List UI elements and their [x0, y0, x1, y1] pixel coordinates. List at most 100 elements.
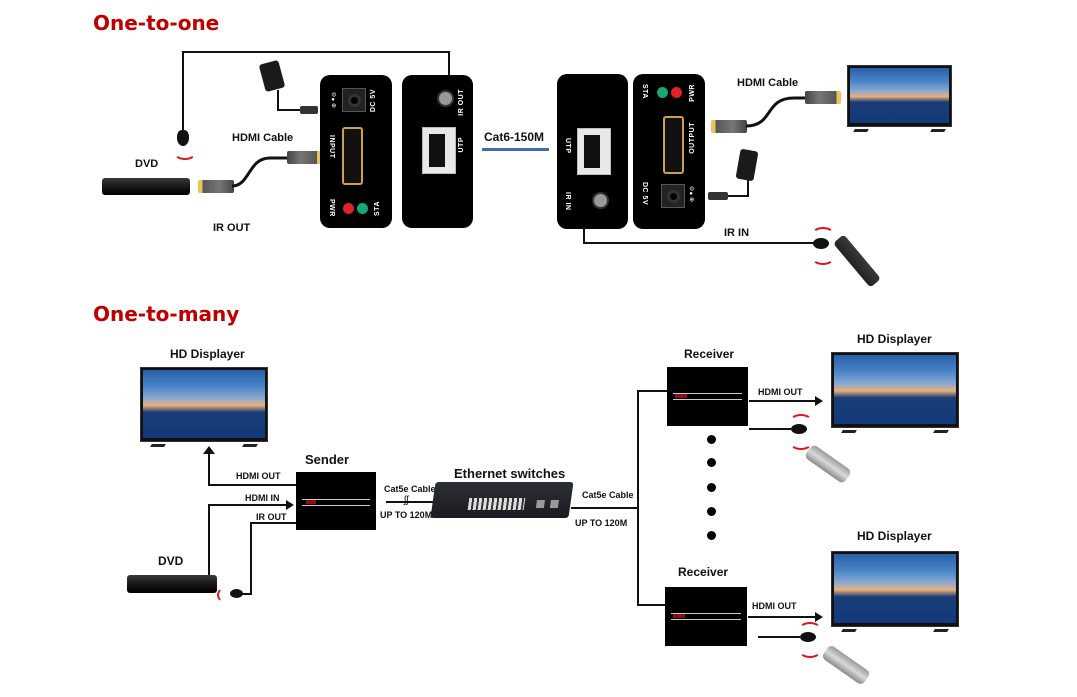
polarity-icon: ⊖●⊕ — [330, 92, 336, 109]
ir-wave-icon — [174, 146, 196, 160]
remote-control-icon — [832, 234, 882, 288]
hdmi-cable-label: HDMI Cable — [737, 77, 799, 89]
arrow-right-icon — [286, 500, 294, 510]
hdmi-out-wire — [749, 400, 817, 402]
hdmi-input-port — [342, 127, 363, 185]
cat5e-cable — [386, 501, 434, 503]
ellipsis-dot — [707, 483, 716, 492]
dc-jack-icon — [342, 88, 366, 112]
sender-label: Sender — [305, 452, 350, 467]
ir-in-wire — [758, 636, 800, 638]
up-to-120m-label: UP TO 120M — [575, 518, 628, 528]
power-adapter-icon — [735, 148, 759, 182]
ir-in-port — [594, 194, 607, 207]
hdmi-cable-icon — [745, 96, 812, 128]
cat5e-cable-label: Cat5e Cable — [384, 484, 436, 494]
ir-out-wire — [250, 522, 252, 594]
ir-out-port-label: IR OUT — [458, 89, 465, 116]
receiver-bottom-link — [637, 604, 665, 606]
dc-jack-icon — [661, 184, 685, 208]
receiver-top-link — [637, 390, 667, 392]
hd-displayer-label: HD Displayer — [170, 347, 245, 361]
ir-receiver-icon — [813, 238, 829, 249]
cable-break-icon: ʃʃ — [404, 495, 409, 506]
dvd-label: DVD — [158, 554, 184, 568]
cat5e-cable — [571, 507, 638, 509]
hdmi-output-port — [663, 116, 684, 174]
transmitter-back-panel: IR OUT UTP — [402, 75, 473, 228]
receiver-front-panel: STA PWR OUTPUT DC 5V ⊖●⊕ — [633, 74, 705, 229]
power-adapter-icon — [258, 59, 286, 93]
hdmi-in-label: HDMI IN — [245, 493, 280, 503]
pwr-led — [671, 87, 682, 98]
tv-icon — [847, 65, 952, 132]
hdmi-connector-icon — [198, 180, 234, 193]
ir-emitter-icon — [230, 589, 243, 598]
hdmi-connector-icon — [287, 151, 321, 164]
ir-out-wire — [250, 522, 296, 524]
pwr-label: PWR — [328, 199, 335, 217]
receiver-back-panel: UTP IR IN — [557, 74, 628, 229]
one-to-one-title: One-to-one — [93, 11, 220, 35]
sta-led — [357, 203, 368, 214]
ir-out-wire-vertical — [182, 51, 184, 131]
dc-plug-icon — [300, 106, 318, 114]
pwr-label: PWR — [689, 84, 696, 102]
ellipsis-dot — [707, 435, 716, 444]
hdmi-in-wire — [208, 504, 288, 506]
cat5e-cable-label: Cat5e Cable — [582, 490, 634, 500]
ellipsis-dot — [707, 507, 716, 516]
up-to-120m-label: UP TO 120M — [380, 510, 433, 520]
hdmi-cable-icon — [231, 156, 288, 188]
arrow-right-icon — [815, 396, 823, 406]
sender-device — [296, 472, 376, 530]
receiver-device — [667, 367, 748, 426]
ir-wave-icon — [217, 587, 235, 603]
dvd-player-icon — [102, 178, 190, 195]
utp-port — [422, 127, 456, 174]
ir-in-label: IR IN — [724, 227, 750, 239]
ellipsis-dot — [707, 458, 716, 467]
sta-label: STA — [374, 201, 381, 216]
cat6-cable — [482, 148, 549, 151]
transmitter-front-panel: ⊖●⊕ DC 5V INPUT PWR STA — [320, 75, 392, 228]
ir-in-port-label: IR IN — [564, 192, 571, 211]
utp-port — [577, 128, 611, 175]
hdmi-connector-icon — [711, 120, 747, 133]
remote-control-icon — [820, 644, 872, 686]
ir-in-wire — [749, 428, 791, 430]
ir-wave-icon — [799, 622, 821, 636]
utp-label: UTP — [564, 138, 571, 154]
ir-wave-icon — [812, 251, 834, 265]
dvd-player-icon — [127, 575, 217, 593]
ir-out-label: IR OUT — [213, 222, 251, 234]
ir-receiver-icon — [800, 632, 816, 642]
dc-5v-label: DC 5V — [641, 182, 648, 206]
arrow-up-icon — [203, 446, 215, 454]
hdmi-out-wire — [748, 616, 817, 618]
ethernet-switch-icon — [430, 482, 574, 518]
input-label: INPUT — [328, 135, 335, 159]
arrow-right-icon — [815, 612, 823, 622]
hdmi-out-label: HDMI OUT — [236, 471, 281, 481]
ir-in-wire-drop — [583, 229, 585, 243]
ethernet-switches-label: Ethernet switches — [454, 466, 566, 481]
ir-out-wire — [240, 593, 252, 595]
polarity-icon: ⊖●⊕ — [688, 186, 694, 203]
hdmi-out-wire — [208, 450, 210, 486]
cat6-label: Cat6-150M — [484, 130, 545, 144]
hdmi-out-label: HDMI OUT — [758, 387, 803, 397]
hd-displayer-label: HD Displayer — [857, 332, 932, 346]
hdmi-in-wire — [208, 504, 210, 578]
ellipsis-dot — [707, 531, 716, 540]
output-label: OUTPUT — [689, 122, 696, 154]
tv-icon — [831, 551, 959, 632]
ir-out-port — [439, 92, 452, 105]
one-to-many-title: One-to-many — [93, 302, 240, 326]
hdmi-out-wire — [208, 484, 296, 486]
hdmi-cable-label: HDMI Cable — [232, 132, 294, 144]
ir-out-wire — [182, 51, 450, 53]
ir-wave-icon — [812, 227, 834, 241]
dc-plug-icon — [708, 192, 728, 200]
ir-out-wire-drop — [448, 51, 450, 75]
